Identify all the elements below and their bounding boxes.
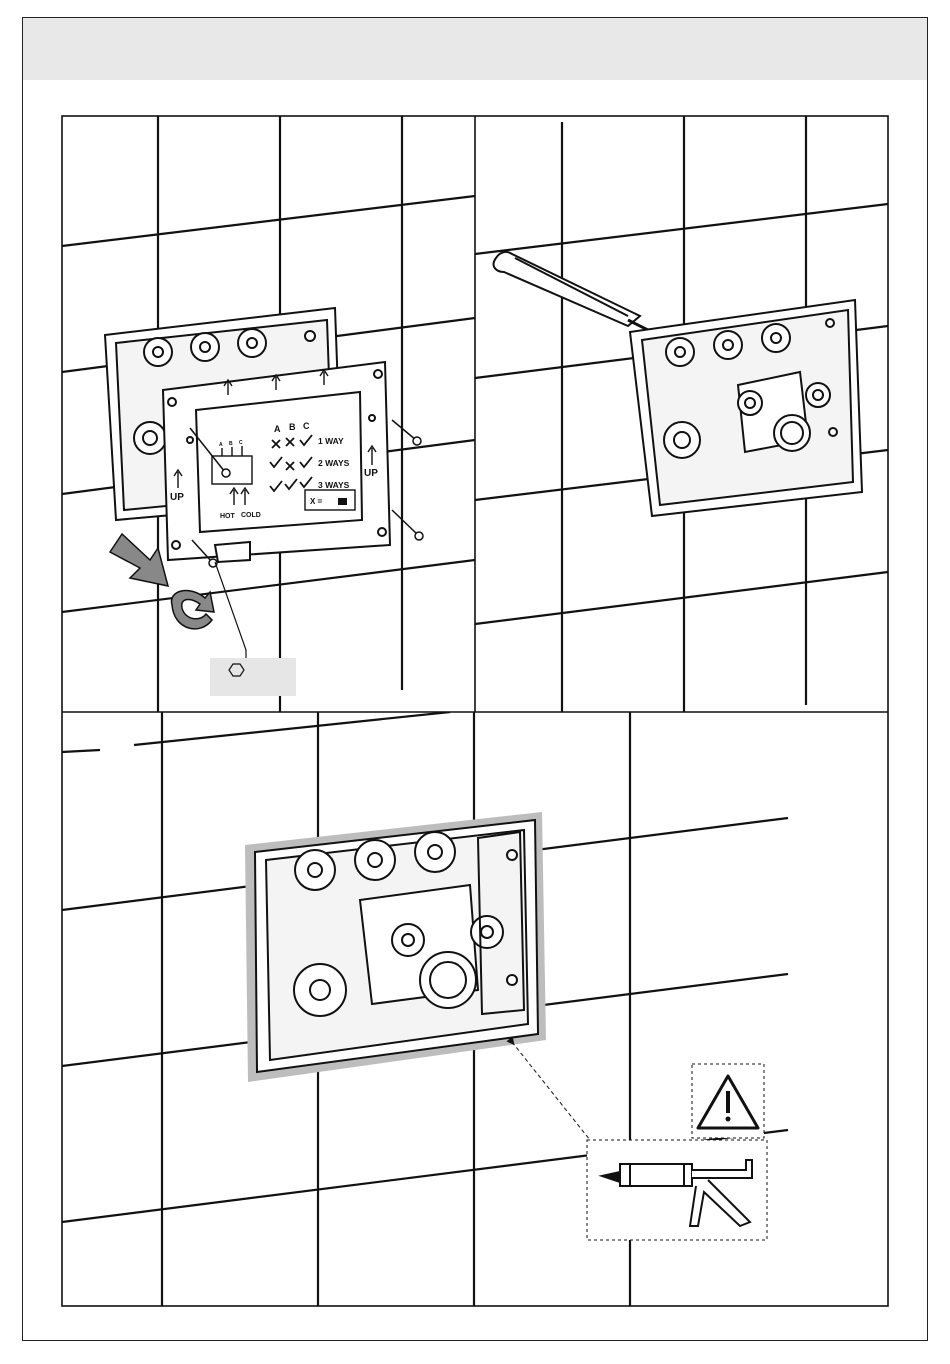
row-2-label: 2 WAYS [318,458,350,468]
row-1-label: 1 WAY [318,436,344,446]
panel-sealing [62,712,788,1306]
small-b-label: B [229,441,233,447]
row-3-label: 3 WAYS [318,480,350,490]
cold-label: COLD [241,512,261,519]
installation-box-c [255,820,538,1072]
col-a-label: A [274,424,281,434]
small-c-label: C [239,440,243,446]
col-c-label: C [303,421,310,431]
hex-key-box [210,658,296,696]
panel-faceplate-mounting: A B C 1 WAY 2 WAYS 3 WAYS UP UP HOT COLD… [62,116,475,712]
small-a-label: A [219,442,223,448]
up-right-label: UP [364,468,378,479]
up-left-label: UP [170,492,184,503]
panel-box-level-check [475,116,888,712]
legend-label: X = [310,497,323,506]
hot-label: HOT [220,513,236,520]
col-b-label: B [289,422,296,432]
faceplate [163,362,390,562]
rotate-arrow-icon [172,591,214,629]
installation-box-b [630,300,862,516]
push-arrow-icon [110,534,168,586]
screwdriver-icon [494,252,660,336]
